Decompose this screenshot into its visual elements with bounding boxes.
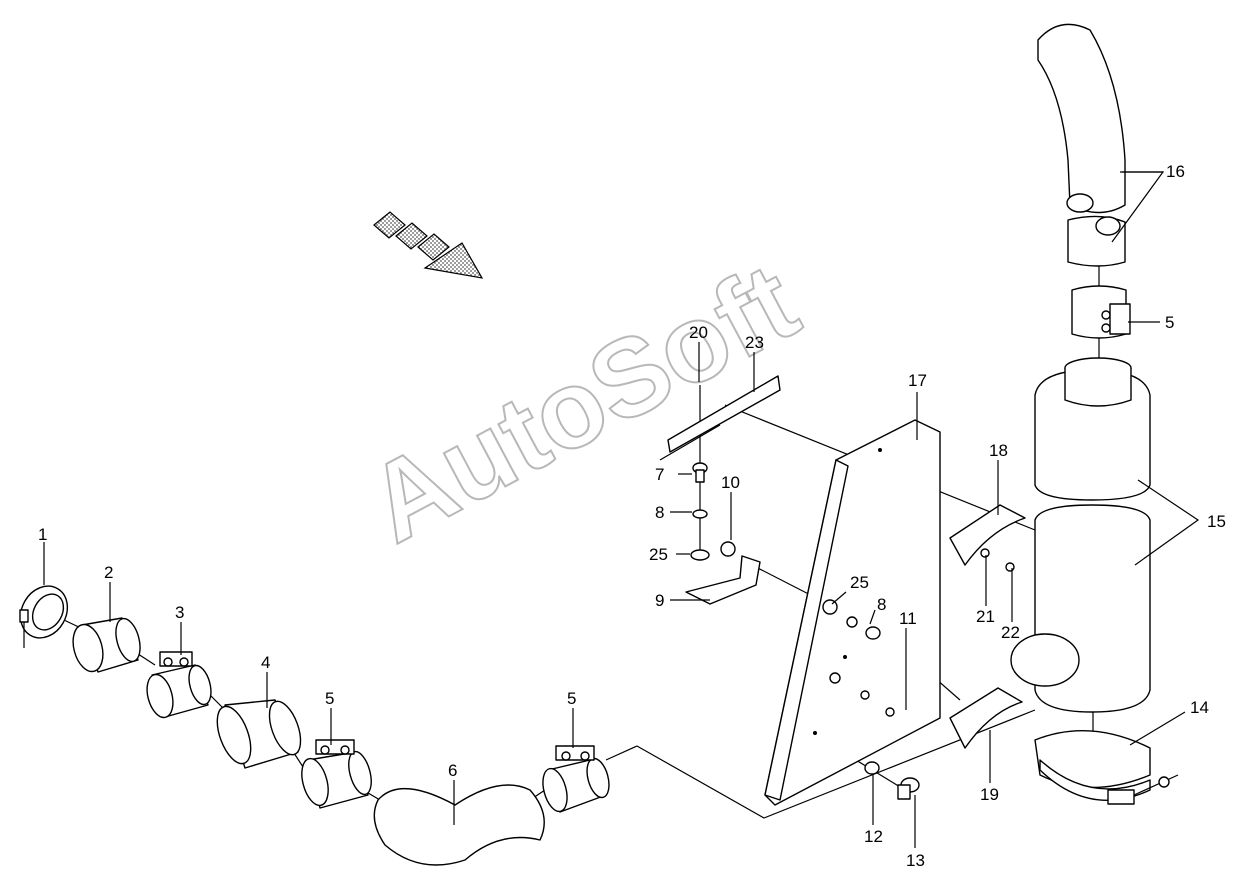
callout-18: 18	[989, 441, 1008, 460]
callout-15: 15	[1207, 512, 1226, 531]
callout-4: 4	[261, 653, 270, 672]
saddle-bracket-upper	[949, 504, 1026, 572]
callout-5b: 5	[567, 689, 576, 708]
callout-25a: 25	[649, 545, 668, 564]
upper-bracket	[659, 375, 781, 461]
callout-11: 11	[899, 609, 917, 628]
callout-21: 21	[976, 607, 995, 626]
callout-9: 9	[655, 591, 664, 610]
callout-1: 1	[38, 525, 47, 544]
exhaust-clamp-5-left	[301, 739, 372, 809]
mounting-hardware-bottom	[864, 761, 920, 800]
callout-20: 20	[689, 323, 708, 342]
callout-16: 16	[1166, 162, 1185, 181]
mounting-hardware-middle	[822, 599, 881, 640]
callout-7: 7	[655, 465, 664, 484]
callout-8b: 8	[877, 595, 886, 614]
callout-3: 3	[175, 603, 184, 622]
callout-10: 10	[721, 473, 740, 492]
mounting-plate-frame	[764, 419, 941, 806]
exhaust-clamp-5-middle	[542, 745, 610, 813]
callout-22: 22	[1001, 623, 1020, 642]
callout-13: 13	[906, 851, 925, 870]
callout-17: 17	[908, 371, 927, 390]
muffler	[1010, 357, 1151, 713]
band-clamp	[1034, 729, 1179, 805]
callout-12: 12	[864, 827, 883, 846]
elbow-pipe	[373, 784, 545, 866]
pipe-adapter	[72, 617, 141, 673]
callout-labels: 1 2 3 4 5 5 5 6 7 8 8 9 10 11 12 13 14 1…	[38, 162, 1226, 870]
saddle-bracket-lower	[949, 687, 1023, 749]
callout-5a: 5	[325, 689, 334, 708]
callout-14: 14	[1190, 698, 1209, 717]
exhaust-clamp-5-top	[1071, 285, 1131, 339]
callout-19: 19	[980, 785, 999, 804]
callout-5c: 5	[1165, 313, 1174, 332]
v-band-clamp	[19, 585, 69, 648]
exhaust-clamp-3	[146, 651, 212, 719]
mounting-hardware-left	[685, 462, 761, 605]
callout-8a: 8	[655, 503, 664, 522]
direction-arrow-icon	[373, 211, 484, 279]
callout-23: 23	[745, 333, 764, 352]
flex-connector	[216, 699, 302, 769]
exhaust-stack-pipe	[1037, 23, 1126, 267]
callout-2: 2	[104, 563, 113, 582]
callout-6: 6	[448, 761, 457, 780]
callout-25b: 25	[850, 573, 869, 592]
leader-lines	[43, 171, 1200, 848]
